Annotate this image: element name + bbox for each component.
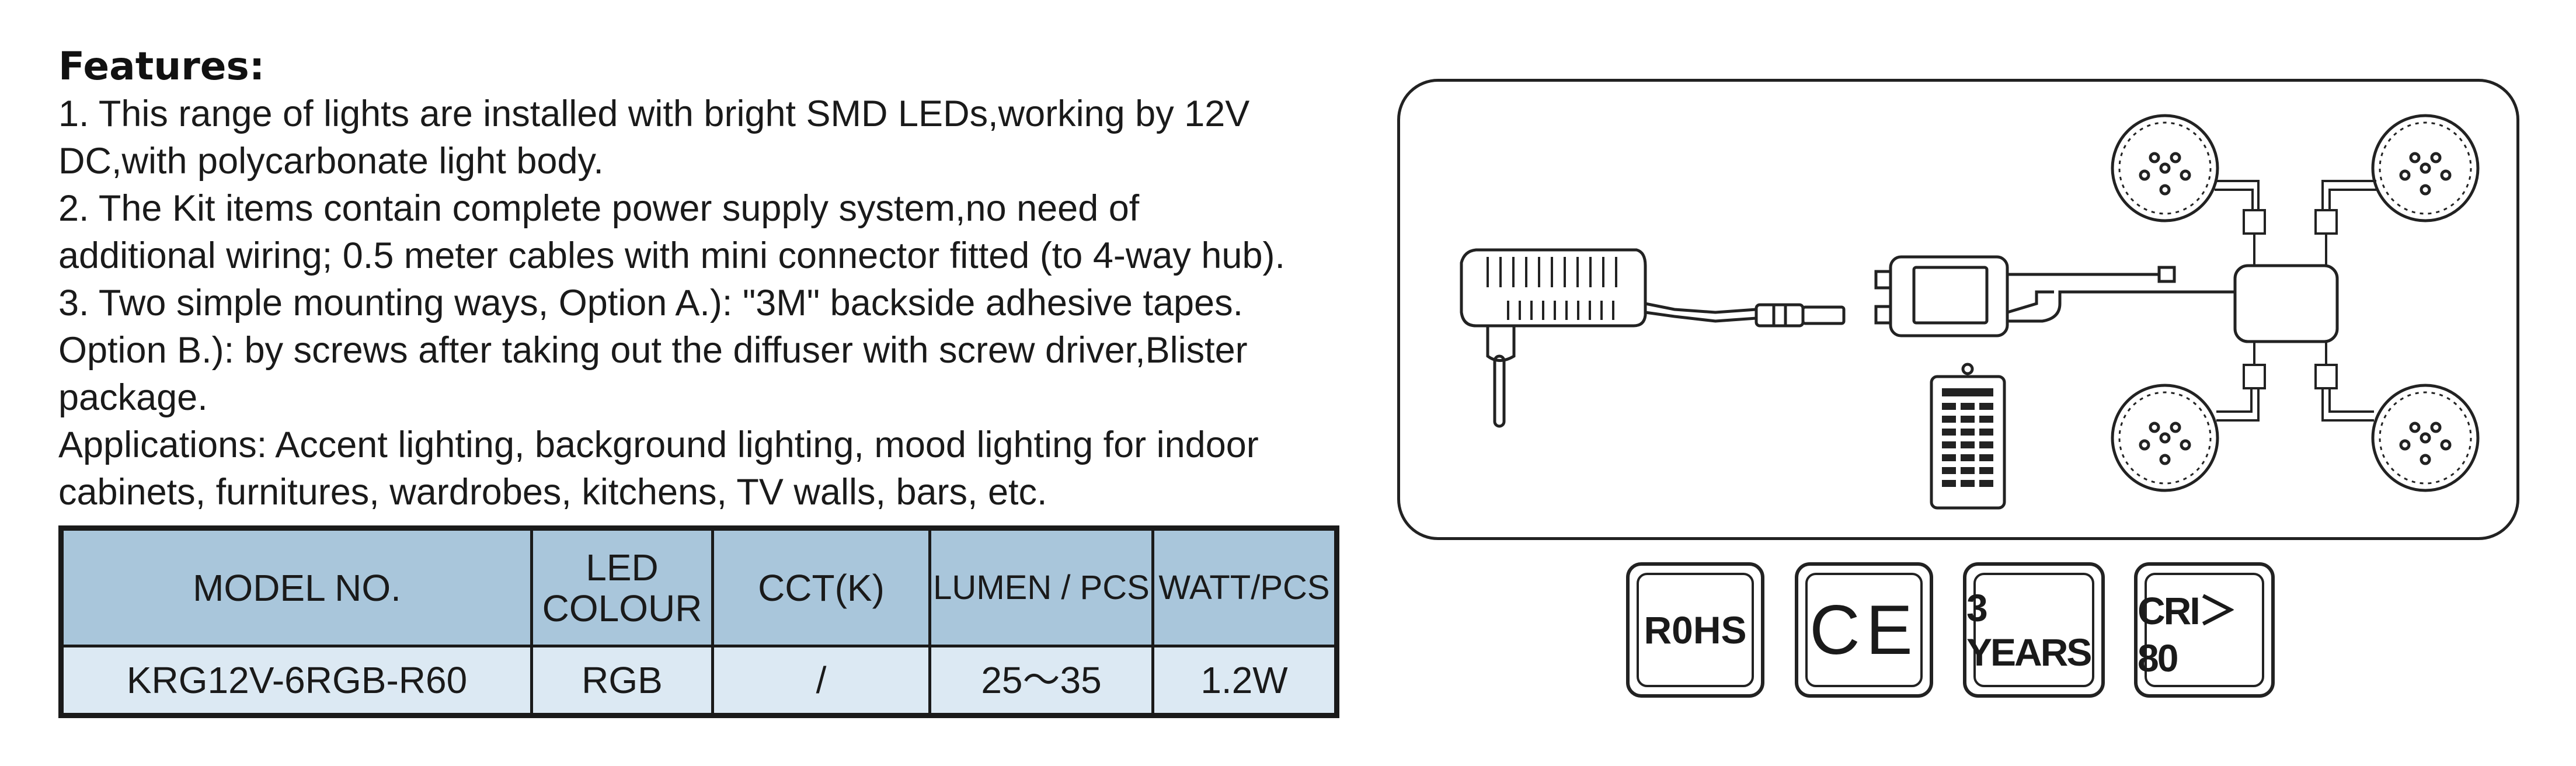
feature-line: 1. This range of lights are installed wi…	[58, 93, 1250, 134]
ce-mark: CE	[1809, 591, 1919, 669]
features-title: Features:	[58, 44, 265, 89]
cell-led: RGB	[530, 645, 714, 717]
feature-line: Option B.): by screws after taking out t…	[58, 330, 1248, 371]
product-diagram	[1460, 114, 2480, 510]
cell-watt: 1.2W	[1151, 645, 1338, 717]
warranty-badge-label: 3 YEARS	[1966, 586, 2092, 674]
feature-line: DC,with polycarbonate light body.	[58, 141, 604, 182]
header-lumen: LUMEN / PCS	[928, 527, 1154, 647]
badge-inner-border	[1805, 573, 1923, 687]
feature-line: additional wiring; 0.5 meter cables with…	[58, 235, 1285, 276]
puck-light-icon	[2371, 384, 2480, 492]
table-row: KRG12V-6RGB-R60 RGB / 25～35 1.2W	[60, 645, 1338, 717]
feature-line: cabinets, furnitures, wardrobes, kitchen…	[58, 472, 1047, 513]
remote-control-icon	[1930, 363, 2006, 510]
header-cct: CCT(K)	[711, 527, 931, 647]
feature-line: package.	[58, 377, 208, 418]
feature-line: Applications: Accent lighting, backgroun…	[58, 424, 1259, 465]
header-watt: WATT/PCS	[1151, 527, 1338, 647]
badge-inner-border	[2145, 573, 2264, 687]
warranty-badge: 3 YEARS	[1963, 562, 2105, 698]
power-adapter-icon	[1460, 248, 1846, 428]
spec-table: MODEL NO. LED COLOUR CCT(K) LUMEN / PCS …	[58, 525, 1339, 718]
puck-light-icon	[2111, 114, 2219, 222]
cell-lumen: 25～35	[928, 645, 1154, 717]
rohs-badge: R0HS	[1626, 562, 1764, 698]
rohs-badge-label: R0HS	[1644, 608, 1747, 652]
cri-badge-label: CRI＞80	[2138, 589, 2237, 680]
rgb-controller-icon	[1874, 255, 2176, 337]
ce-badge: CE	[1795, 562, 1933, 698]
badge-inner-border	[1637, 573, 1754, 687]
spec-header-row: MODEL NO. LED COLOUR CCT(K) LUMEN / PCS …	[60, 527, 1338, 647]
puck-light-icon	[2111, 384, 2219, 492]
cri-badge: CRI＞80	[2134, 562, 2275, 698]
feature-line: 2. The Kit items contain complete power …	[58, 188, 1140, 229]
cell-model: KRG12V-6RGB-R60	[60, 645, 533, 717]
badge-inner-border	[1973, 573, 2094, 687]
header-led-line2: COLOUR	[542, 587, 702, 629]
header-led-line1: LED	[586, 546, 659, 589]
features-text: 1. This range of lights are installed wi…	[58, 90, 1390, 516]
feature-line: 3. Two simple mounting ways, Option A.):…	[58, 283, 1244, 323]
header-led-colour: LED COLOUR	[530, 527, 714, 647]
cell-cct: /	[711, 645, 931, 717]
product-diagram-frame	[1397, 79, 2519, 540]
puck-light-icon	[2371, 114, 2480, 222]
distribution-hub-icon	[2147, 264, 2339, 343]
header-model: MODEL NO.	[60, 527, 533, 647]
